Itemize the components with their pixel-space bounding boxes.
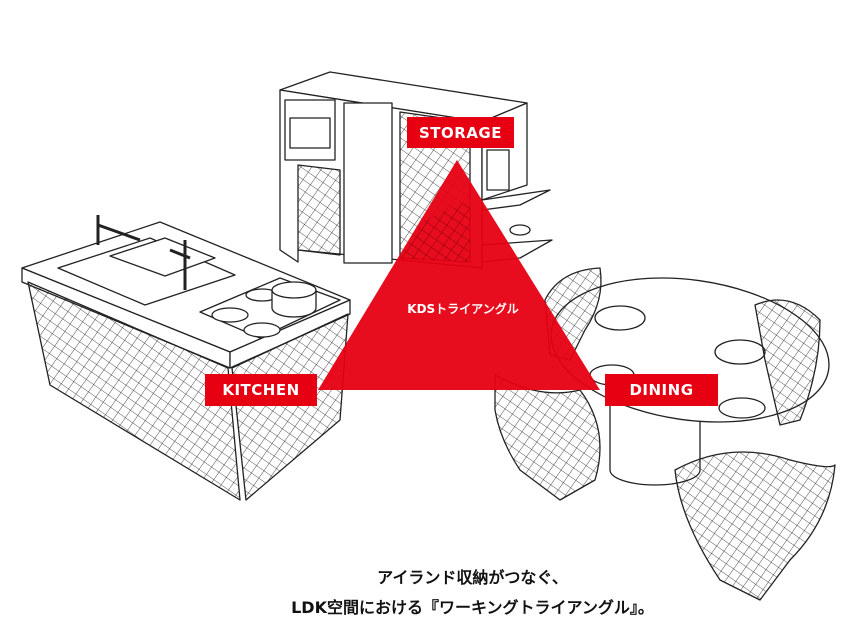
caption-line-2: LDK空間における『ワーキングトライアングル』。	[291, 598, 654, 617]
dining-label: DINING	[605, 374, 718, 406]
kds-triangle	[318, 160, 600, 390]
storage-label: STORAGE	[407, 117, 514, 148]
caption: アイランド収納がつなぐ、 LDK空間における『ワーキングトライアングル』。	[0, 563, 850, 623]
caption-line-1: アイランド収納がつなぐ、	[377, 568, 568, 587]
triangle-center-label: KDSトライアングル	[407, 302, 519, 316]
dining-chairs	[494, 267, 836, 601]
triangle-mesh-overlay	[400, 200, 470, 262]
kitchen-label: KITCHEN	[205, 374, 317, 406]
kitchen-island	[21, 215, 351, 501]
